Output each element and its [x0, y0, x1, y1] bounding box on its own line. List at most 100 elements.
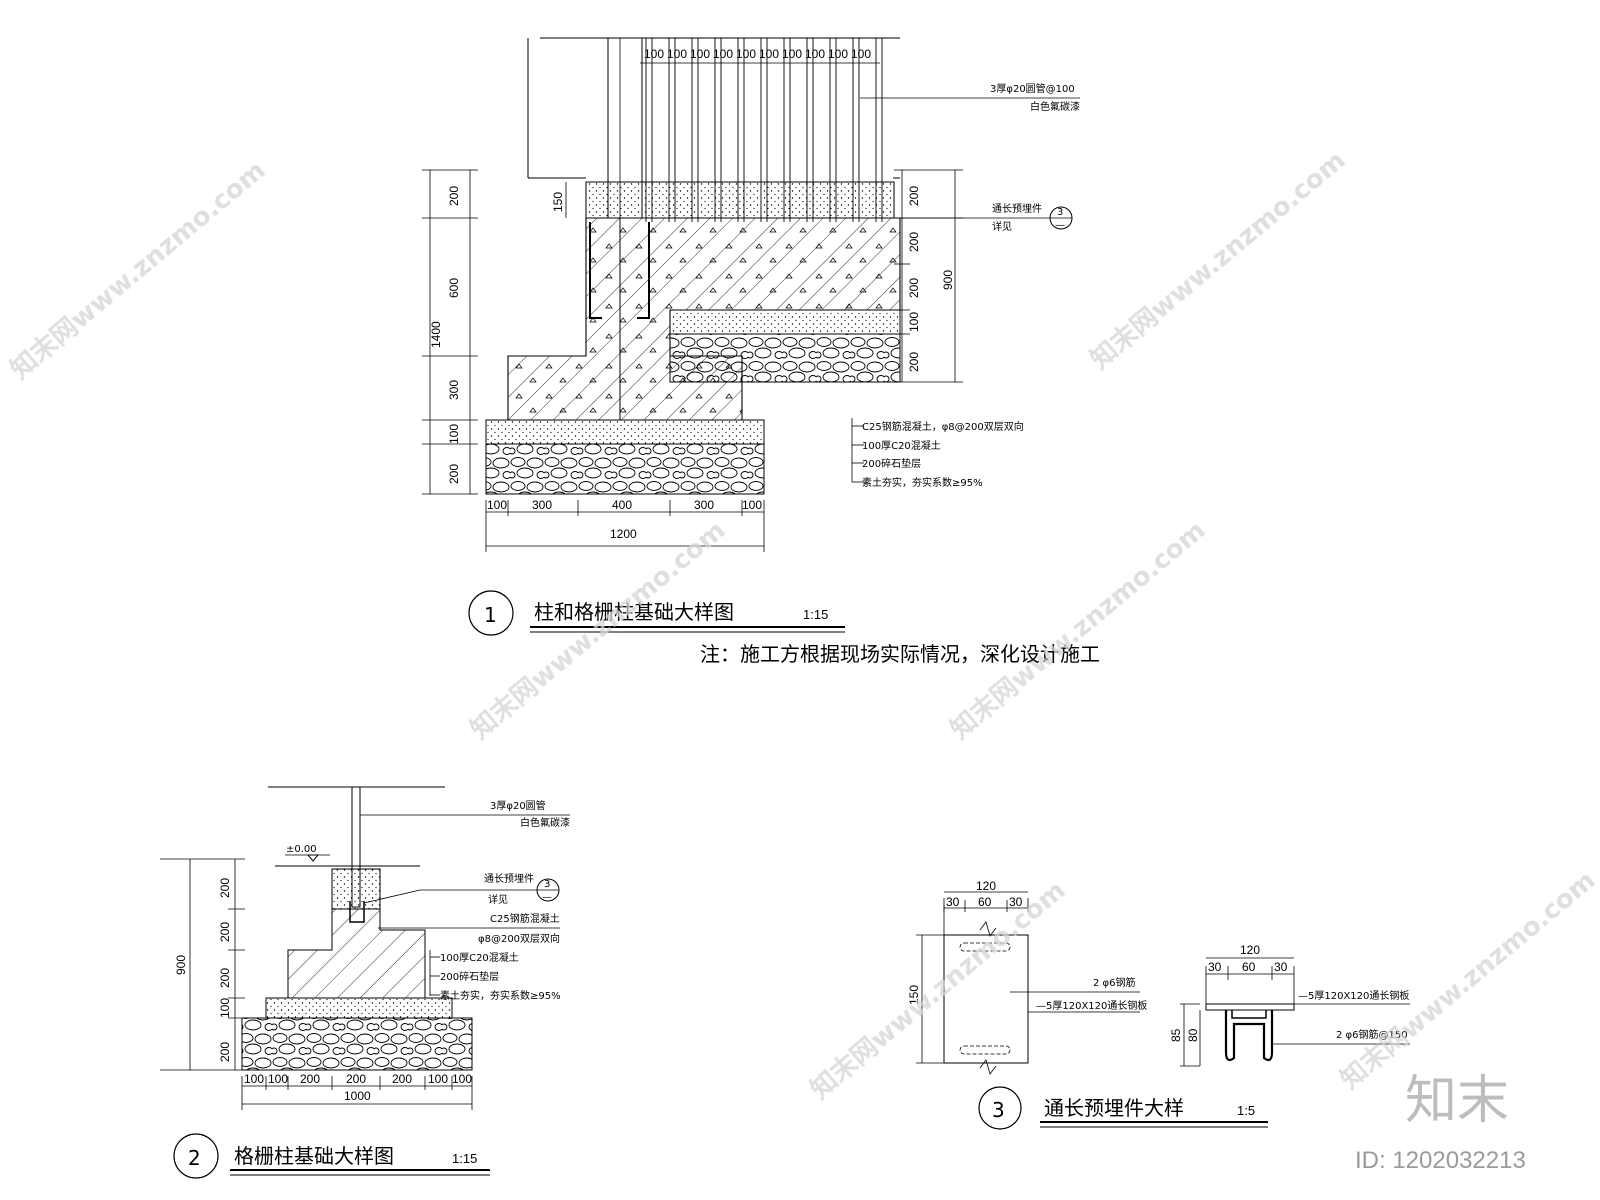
watermark-id: ID: 1202032213 [1355, 1147, 1526, 1174]
embed-see-label: 详见 [992, 220, 1012, 233]
detail-2: ±0.00 200 200 200 100 200 900 [160, 786, 570, 1179]
dim-top: 100 [759, 47, 779, 61]
watermark-logo: 知末 [1405, 1071, 1509, 1131]
dim-left: 200 [447, 186, 461, 206]
right-gravel-layer [669, 333, 901, 383]
detail-scale: 1:5 [1237, 1103, 1255, 1118]
layer-label: 素土夯实，夯实系数≥95% [862, 476, 983, 489]
bottom-dims [241, 1076, 473, 1110]
dim-right: 200 [907, 186, 921, 206]
bottom-dims [485, 500, 765, 552]
dim-top: 100 [667, 47, 687, 61]
dim-bottom: 400 [612, 498, 632, 512]
column-cap [331, 868, 381, 910]
detail-number-circle [468, 590, 514, 636]
steel-plate-section [1205, 1003, 1295, 1011]
bottom-gravel-layer [485, 443, 765, 495]
detail-title: 通长预埋件大样 [1044, 1096, 1184, 1120]
watermark-text: 知末网www.znzmo.com [805, 875, 1071, 1105]
ref-number: 3 [544, 879, 550, 890]
layer-label: 200碎石垫层 [862, 457, 921, 470]
gravel-layer [241, 1017, 473, 1071]
dim-width-part: 30 [946, 895, 960, 909]
dim-right: 200 [907, 278, 921, 298]
bottom-c20-layer [485, 419, 765, 445]
dim-left-total: 1400 [429, 321, 443, 348]
dim-width-part: 60 [978, 895, 992, 909]
embed-label: 通长预埋件 [992, 203, 1042, 215]
detail-scale: 1:15 [803, 607, 828, 622]
detail-number: 1 [484, 603, 497, 627]
plate-label: —5厚120X120通长钢板 [1036, 999, 1147, 1012]
layer-label: 200碎石垫层 [440, 970, 499, 983]
dim-top: 100 [851, 47, 871, 61]
detail-title: 柱和格栅柱基础大样图 [534, 600, 734, 624]
pipe-label: 3厚φ20圆管@100 [990, 82, 1075, 95]
dim-width-part: 30 [1208, 960, 1222, 974]
dim-top: 100 [736, 47, 756, 61]
dim-150: 150 [551, 192, 565, 212]
detail-3: 150 120 30 60 30 2 φ6钢筋 —5厚120X120通长钢板 [907, 879, 1410, 1130]
detail-number: 3 [992, 1098, 1005, 1122]
rc-rebar-label: φ8@200双层双向 [478, 932, 560, 945]
construction-note: 注：施工方根据现场实际情况，深化设计施工 [700, 642, 1100, 666]
dim-width-part: 30 [1274, 960, 1288, 974]
dim-width-total: 120 [1240, 943, 1260, 957]
dim-bottom: 100 [742, 498, 762, 512]
dim-left: 100 [218, 998, 232, 1018]
dim-right: 200 [907, 352, 921, 372]
rebar-label: 2 φ6钢筋 [1093, 976, 1136, 989]
detail-title: 格栅柱基础大样图 [234, 1144, 394, 1168]
layer-label: C25钢筋混凝土，φ8@200双层双向 [862, 420, 1024, 433]
watermark-text: 知末网www.znzmo.com [945, 515, 1211, 745]
dim-top: 100 [782, 47, 802, 61]
top-dims: 100 100 100 100 100 100 100 100 100 100 [644, 47, 871, 61]
dim-bottom-total: 1200 [610, 527, 637, 541]
watermark-text: 知末网www.znzmo.com [5, 155, 271, 385]
layer-label: 100厚C20混凝土 [862, 439, 941, 452]
section-view: 120 30 60 30 85 80 —5厚120X120通长钢板 2 φ6钢筋… [1169, 943, 1410, 1067]
pipe-finish-label: 白色氟碳漆 [1030, 100, 1080, 113]
left-dims [422, 169, 478, 495]
dim-left: 600 [447, 278, 461, 298]
pipe-finish-label: 白色氟碳漆 [520, 816, 570, 829]
ref-number: 3 [1057, 207, 1063, 218]
dim-bottom: 300 [694, 498, 714, 512]
rebar-label: 2 φ6钢筋@150 [1336, 1028, 1408, 1041]
u-rebar [1224, 1010, 1274, 1062]
dim-bottom: 200 [392, 1072, 412, 1086]
dim-left: 300 [447, 380, 461, 400]
dim-top: 100 [805, 47, 825, 61]
dim-top: 100 [690, 47, 710, 61]
grille-curb [585, 181, 895, 219]
watermark-text: 知末网www.znzmo.com [1335, 865, 1600, 1095]
rc-label: C25钢筋混凝土 [490, 912, 560, 925]
dim-h-total: 85 [1169, 1028, 1183, 1042]
detail-scale: 1:15 [452, 1151, 477, 1166]
dim-width-part: 60 [1242, 960, 1256, 974]
c20-layer [265, 997, 453, 1019]
steel-plate-front [943, 934, 1029, 1064]
dim-width-total: 120 [976, 879, 996, 893]
embed-label: 通长预埋件 [484, 873, 534, 885]
detail-number-circle [978, 1086, 1022, 1130]
dim-left: 200 [218, 922, 232, 942]
dim-bottom: 100 [487, 498, 507, 512]
ref-sheet: — [1055, 220, 1065, 231]
dim-top: 100 [713, 47, 733, 61]
ref-sheet: — [542, 892, 552, 903]
right-c20-layer [669, 309, 901, 335]
dim-left: 200 [218, 1042, 232, 1062]
dim-bottom: 100 [452, 1072, 472, 1086]
layer-label: 100厚C20混凝土 [440, 951, 519, 964]
level-mark: ±0.00 [286, 844, 317, 855]
dim-top: 100 [644, 47, 664, 61]
dim-left: 100 [447, 424, 461, 444]
dim-right-total: 900 [941, 270, 955, 290]
detail-number: 2 [188, 1146, 201, 1170]
dim-right: 200 [907, 232, 921, 252]
dim-right: 100 [907, 312, 921, 332]
dim-width-part: 30 [1009, 895, 1023, 909]
layer-label: 素土夯实，夯实系数≥95% [440, 989, 561, 1002]
